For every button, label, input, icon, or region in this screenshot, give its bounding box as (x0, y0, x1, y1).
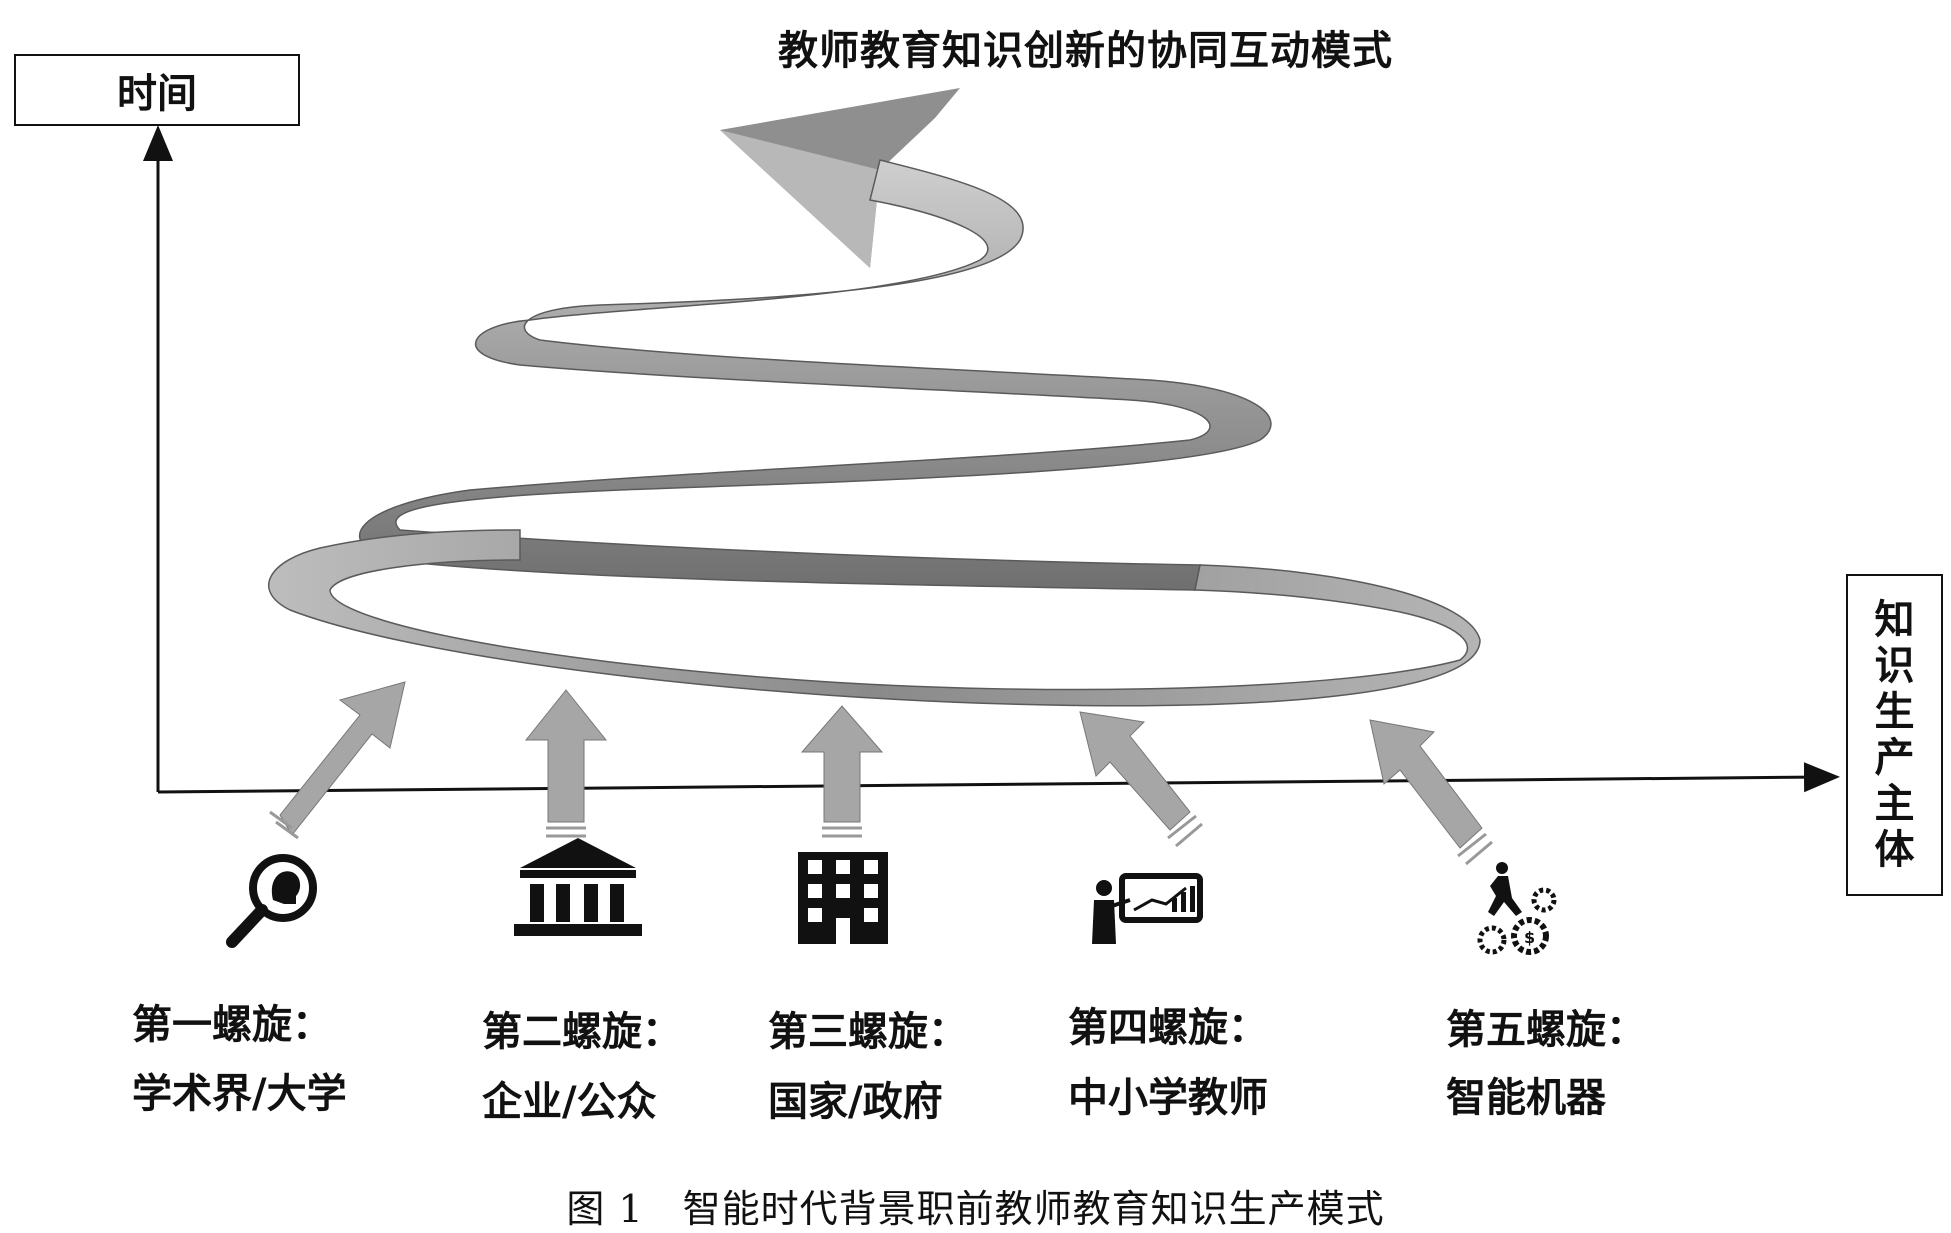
x-axis-label-char: 识 (1874, 643, 1915, 689)
spiral-4-sub: 中小学教师 (1068, 1075, 1268, 1121)
spiral-5-sub: 智能机器 (1446, 1075, 1606, 1121)
spiral-3-sub: 国家/政府 (768, 1079, 943, 1125)
x-axis-label: 知 识 生 产 主 体 (1846, 574, 1943, 896)
y-axis-label: 时间 (14, 54, 300, 126)
spiral-arrow-1 (269, 681, 406, 840)
figure-caption: 图 1 智能时代背景职前教师教育知识生产模式 (566, 1187, 1385, 1231)
svg-text:$: $ (1524, 928, 1535, 947)
spiral-4-label: 第四螺旋： (1068, 1005, 1268, 1051)
magnifier-head-icon (226, 854, 317, 948)
x-axis-label-char: 体 (1874, 827, 1915, 873)
diagram-title: 教师教育知识创新的协同互动模式 (778, 28, 1393, 74)
spiral-ribbon (268, 88, 1481, 707)
robot-gears-icon: $ (1477, 862, 1557, 955)
spiral-2-label: 第二螺旋： (482, 1009, 682, 1055)
spiral-arrow-4 (1079, 711, 1203, 848)
spiral-2-sub: 企业/公众 (482, 1079, 657, 1125)
spiral-arrow-5 (1369, 719, 1493, 866)
spiral-3-label: 第三螺旋： (768, 1009, 968, 1055)
x-axis-label-char: 知 (1874, 597, 1915, 643)
bank-building-icon (514, 838, 642, 936)
spiral-5-label: 第五螺旋： (1446, 1007, 1646, 1053)
x-axis-label-char: 生 (1874, 689, 1915, 735)
x-axis-label-char: 产 (1874, 735, 1915, 781)
x-axis-label-char: 主 (1874, 781, 1915, 827)
spiral-arrow-3 (800, 705, 884, 838)
spiral-arrows (269, 681, 1493, 866)
teacher-board-icon (1092, 873, 1203, 944)
spiral-1-label: 第一螺旋： (132, 1002, 332, 1048)
spiral-loop-top (358, 159, 1272, 591)
x-axis (157, 762, 1840, 794)
office-building-icon (798, 852, 888, 944)
spiral-1-sub: 学术界/大学 (132, 1071, 347, 1117)
axes (143, 125, 1840, 794)
spiral-arrow-2 (524, 689, 608, 838)
spiral-loop-bottom (268, 529, 1481, 707)
